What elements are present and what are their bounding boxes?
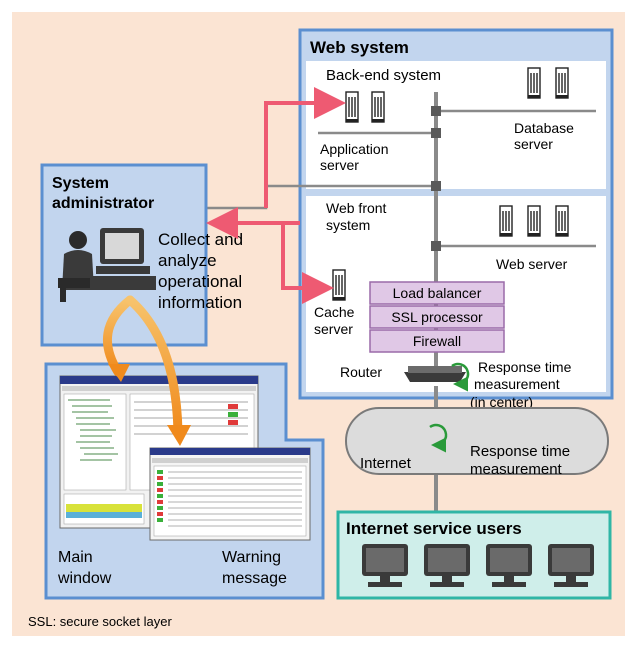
database-server-label: Database server (514, 120, 578, 152)
web-system-title: Web system (310, 38, 409, 57)
display-arrows (102, 295, 183, 437)
response-cycle-icon-center (451, 362, 470, 392)
collect-arrows (206, 87, 346, 304)
response-cycle-icon-internet (429, 423, 448, 453)
ssl-processor-box: SSL processor (369, 305, 505, 329)
svg-text:Load balancer: Load balancer (393, 285, 482, 301)
users-panel: Internet service users (336, 510, 612, 600)
web-server-label: Web server (496, 256, 568, 272)
internet-cloud: Internet Response time measurement (345, 407, 609, 478)
web-front-title: Web front system (326, 200, 390, 233)
router-label: Router (340, 364, 382, 380)
application-server-label: Application server (320, 141, 392, 173)
load-balancer-box: Load balancer (369, 281, 505, 305)
firewall-box: Firewall (369, 329, 505, 353)
main-window-label: Main window (57, 549, 112, 587)
svg-text:SSL processor: SSL processor (391, 309, 483, 325)
router-icon (404, 366, 466, 382)
internet-label: Internet (360, 455, 412, 472)
sysadmin-title: System administrator (52, 175, 154, 212)
svg-text:Firewall: Firewall (413, 333, 461, 349)
response-time-center-label: Response time measurement (in center) (470, 359, 575, 410)
backend-system-box: Back-end system (306, 61, 606, 189)
users-title: Internet service users (346, 519, 522, 538)
admin-person-icon (58, 228, 156, 302)
cache-server-icon (332, 269, 346, 301)
warning-message-screenshot (149, 447, 311, 541)
warning-message-label: Warning message (222, 549, 287, 587)
internet-response-label: Response time measurement (470, 443, 574, 478)
backend-system-title: Back-end system (326, 67, 441, 84)
cache-server-label: Cache server (314, 304, 358, 337)
connection-nodes (431, 106, 441, 251)
web-server-icons (499, 205, 569, 237)
footnote: SSL: secure socket layer (28, 614, 172, 629)
